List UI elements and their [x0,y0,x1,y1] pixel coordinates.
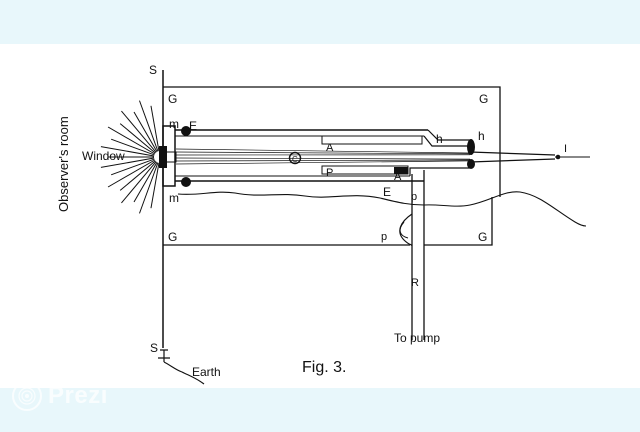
tube-taper-top-outer [427,129,470,141]
label-s-bottom: S [150,341,158,355]
label-h-right: h [478,129,485,143]
seal-h-left-lower [467,159,475,169]
light-ray [121,161,157,204]
box-g-upper [163,86,501,197]
label-to-pump: To pump [394,331,440,345]
plate-a-top [321,135,423,145]
label-p-upper: p [411,191,417,203]
top-band [0,0,640,44]
beam-line [175,157,471,160]
beam-lines [175,148,471,165]
valve-p-bend [399,213,413,247]
light-ray [107,126,156,155]
tube-taper-top [423,135,470,147]
beam-line [175,160,471,165]
light-ray [121,110,157,153]
light-ray [110,138,155,156]
light-ray [119,160,156,191]
label-g-top-right: G [479,92,488,106]
light-ray [150,105,160,152]
watermark-text: Prezi [48,382,108,409]
beam-line [175,148,471,154]
label-a-bottom: A [394,171,402,183]
light-ray [133,161,158,203]
seal-m-bottom [181,177,191,187]
label-m-bottom: m [169,191,179,205]
label-m-top: m [169,117,179,131]
bottom-band [0,388,640,432]
light-ray [139,162,159,214]
light-ray [107,159,156,188]
light-ray [100,157,155,168]
prezi-logo-icon [12,381,42,411]
label-observers-room: Observer's room [56,116,71,212]
label-window: Window [82,149,125,163]
label-p-plate: P [326,167,333,179]
terrain-line [177,191,587,227]
window-glass [159,146,167,168]
label-s-top: S [149,63,157,77]
label-h-left: h [436,132,443,146]
label-p-lower: p [381,231,387,243]
capillary-bottom [469,158,556,163]
earth-line [163,361,205,385]
label-i-tip: I [564,143,567,155]
light-ray [139,100,159,152]
beam-line [175,159,471,162]
cathode-c [288,151,302,165]
light-rays [100,100,160,214]
light-ray [100,146,155,157]
label-a-top: A [326,142,334,154]
earth-ground-symbol [158,349,170,362]
light-ray [133,111,158,153]
label-g-bottom-left: G [168,230,177,244]
label-e-bottom: E [383,185,391,199]
valve-p-bend-inner [399,221,409,239]
window-plate [165,151,177,163]
label-g-top-left: G [168,92,177,106]
tip-i-bead [555,154,561,160]
seal-m-top [181,126,191,136]
label-e-top: E [189,119,197,133]
label-earth: Earth [192,365,221,379]
figure-panel [0,44,640,388]
side-tube-branch [409,167,470,176]
seal-h-left [467,139,475,155]
light-ray [150,162,160,209]
capillary-top [469,151,556,156]
label-r-tube: R [411,277,419,289]
box-g-lower-right [424,197,493,246]
beam-line [175,151,471,155]
label-c-cathode: C [292,155,298,164]
label-g-bottom-right: G [478,230,487,244]
figure-caption: Fig. 3. [302,359,346,376]
light-ray [119,123,156,154]
plate-a-bottom-block [394,167,408,174]
prezi-watermark: Prezi [12,376,108,416]
light-ray [110,158,155,176]
